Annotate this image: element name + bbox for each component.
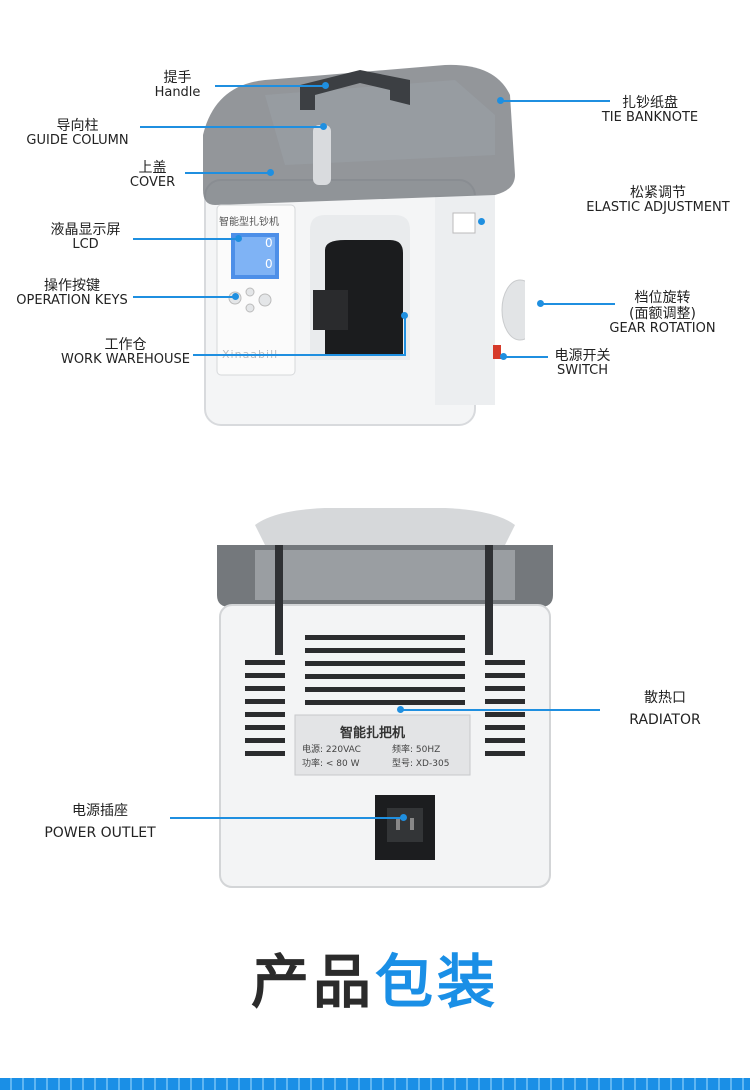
callout-radiator-en: RADIATOR (629, 712, 701, 729)
callout-tie-banknote: 扎钞纸盘 TIE BANKNOTE (595, 95, 705, 126)
callout-cover-zh: 上盖 (138, 160, 167, 176)
callout-line-radiator (400, 709, 600, 711)
callout-elastic-adjustment-en: ELASTIC ADJUSTMENT (586, 200, 730, 216)
callout-gear-rotation-zh2: (面额调整) (629, 306, 696, 323)
callout-line-work-warehouse (193, 354, 406, 356)
callout-lcd: 液晶显示屏 LCD (38, 222, 133, 253)
callout-power-outlet: 电源插座 POWER OUTLET (30, 803, 170, 841)
callout-radiator: 散热口 RADIATOR (610, 690, 720, 728)
callout-elastic-adjustment: 松紧调节 ELASTIC ADJUSTMENT (578, 185, 738, 216)
callout-dot-handle (322, 82, 329, 89)
callout-dot-guide-column (320, 123, 327, 130)
front-panel-title: 智能型扎钞机 (219, 217, 279, 228)
bottom-decorative-bar (0, 1078, 750, 1090)
callout-operation-keys: 操作按键 OPERATION KEYS (12, 278, 132, 309)
callout-power-outlet-en: POWER OUTLET (44, 825, 156, 842)
callout-gear-rotation: 档位旋转 (面额调整) GEAR ROTATION (600, 290, 725, 337)
callout-elastic-adjustment-zh: 松紧调节 (630, 185, 686, 201)
section-heading-part1: 产品 (250, 948, 375, 1016)
callout-lcd-zh: 液晶显示屏 (50, 222, 121, 238)
callout-line-work-warehouse-vertical (404, 315, 406, 355)
section-heading-part2: 包装 (375, 948, 500, 1016)
callout-work-warehouse: 工作仓 WORK WAREHOUSE (58, 337, 193, 368)
callout-lcd-en: LCD (72, 237, 99, 253)
callout-work-warehouse-en: WORK WAREHOUSE (60, 352, 191, 368)
callout-operation-keys-en: OPERATION KEYS (16, 293, 128, 309)
callout-line-switch (503, 356, 548, 358)
callout-tie-banknote-en: TIE BANKNOTE (601, 110, 699, 126)
callout-power-outlet-zh: 电源插座 (72, 803, 128, 819)
rear-label-frequency: 频率: 50HZ (392, 745, 441, 755)
callout-operation-keys-zh: 操作按键 (44, 278, 100, 294)
rear-label-title: 智能扎把机 (340, 726, 406, 741)
callout-tie-banknote-zh: 扎钞纸盘 (622, 95, 678, 111)
callout-dot-elastic-adjustment (478, 218, 485, 225)
rear-label-power: 电源: 220VAC (302, 745, 361, 755)
callout-dot-cover (267, 169, 274, 176)
callout-handle-en: Handle (154, 85, 201, 101)
callout-guide-column: 导向柱 GUIDE COLUMN (20, 118, 135, 149)
callout-guide-column-en: GUIDE COLUMN (26, 133, 129, 149)
callout-line-cover (185, 172, 270, 174)
callout-line-tie-banknote (500, 100, 610, 102)
callout-gear-rotation-zh: 档位旋转 (634, 290, 691, 306)
callout-line-handle (215, 85, 325, 87)
callout-work-warehouse-zh: 工作仓 (104, 337, 147, 353)
callout-switch: 电源开关 SWITCH (545, 348, 620, 379)
callout-line-gear-rotation (540, 303, 615, 305)
callout-radiator-zh: 散热口 (644, 690, 686, 706)
callout-dot-power-outlet (400, 814, 407, 821)
rear-label-model: 型号: XD-305 (392, 759, 450, 769)
callout-line-guide-column (140, 126, 323, 128)
callout-handle-zh: 提手 (163, 70, 192, 86)
callout-line-power-outlet (170, 817, 403, 819)
callout-cover: 上盖 COVER (120, 160, 185, 191)
callout-dot-operation-keys (232, 293, 239, 300)
front-machine-illustration (203, 64, 525, 426)
callout-dot-lcd (235, 235, 242, 242)
callout-line-lcd (133, 238, 238, 240)
lcd-top-value: 0 (265, 236, 273, 250)
callout-line-operation-keys (133, 296, 235, 298)
rear-machine-illustration (217, 508, 553, 888)
callout-gear-rotation-en: GEAR ROTATION (609, 321, 716, 337)
rear-label-wattage: 功率: < 80 W (302, 759, 360, 769)
callout-handle: 提手 Handle (140, 70, 215, 101)
callout-switch-en: SWITCH (557, 363, 608, 379)
callout-switch-zh: 电源开关 (554, 348, 611, 364)
lcd-bottom-value: 0 (265, 257, 273, 271)
callout-dot-work-warehouse (401, 312, 408, 319)
callout-guide-column-zh: 导向柱 (56, 118, 99, 134)
callout-cover-en: COVER (129, 175, 176, 191)
section-heading: 产品包装 (0, 935, 750, 1019)
